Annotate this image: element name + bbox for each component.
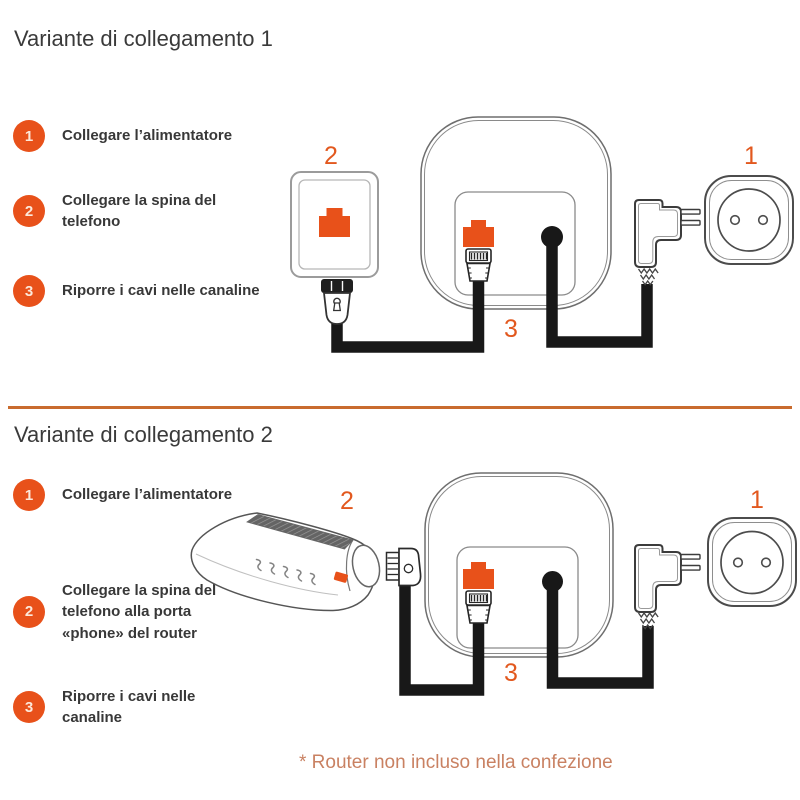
step-text: Collegare l’alimentatore <box>62 127 233 145</box>
plug-prong <box>680 208 701 215</box>
variant2-step-3: 3 Riporre i cavi nelle canaline <box>13 686 237 729</box>
phone-base-station-icon <box>424 472 614 658</box>
step-number-badge: 3 <box>13 691 45 724</box>
phone-plug-icon <box>321 279 353 325</box>
rj11-port-icon <box>319 208 350 237</box>
rj-plug-icon <box>465 590 492 624</box>
step-text: Riporre i cavi nelle canaline <box>62 688 196 727</box>
step-number-badge: 3 <box>13 275 45 307</box>
plug-prong <box>680 219 701 226</box>
router-icon <box>190 512 381 612</box>
variant2-connection-diagram: 2 1 3 <box>190 472 797 696</box>
diagram-label-cable-ducts: 3 <box>504 315 518 343</box>
step-text: Collegare la spina del telefono alla por… <box>62 582 217 642</box>
power-cable <box>546 585 654 689</box>
router-phone-plug-icon <box>385 547 422 587</box>
rj11-port-icon <box>463 562 494 589</box>
diagram-label-phone-socket: 2 <box>324 142 338 170</box>
step-number-badge: 2 <box>13 195 45 228</box>
variant1-step-3: 3 Riporre i cavi nelle canaline <box>13 275 312 307</box>
diagram-label-router: 2 <box>340 487 354 515</box>
phone-cable <box>331 276 485 353</box>
variant2-step-1: 1 Collegare l’alimentatore <box>13 479 312 511</box>
variant1-step-1: 1 Collegare l’alimentatore <box>13 120 312 152</box>
router-button <box>333 571 348 583</box>
power-adapter-icon <box>634 544 701 630</box>
router-port-symbols <box>255 558 316 586</box>
step-text: Riporre i cavi nelle canaline <box>62 282 260 300</box>
step-number-badge: 1 <box>13 120 45 152</box>
variant1-step-2: 2 Collegare la spina del telefono <box>13 190 252 233</box>
power-adapter-icon <box>634 199 701 286</box>
variant2-title: Variante di collegamento 2 <box>14 422 273 447</box>
step-text: Collegare l’alimentatore <box>62 486 233 504</box>
section-divider <box>8 406 792 409</box>
diagram-label-power-outlet: 1 <box>750 486 764 514</box>
variant2-step-2: 2 Collegare la spina del telefono alla p… <box>13 580 220 644</box>
variant1-title: Variante di collegamento 1 <box>14 26 273 51</box>
step-text: Collegare la spina del telefono <box>62 192 217 231</box>
diagram-label-power-outlet: 1 <box>744 142 758 170</box>
power-cable <box>546 242 653 348</box>
power-outlet-icon <box>704 175 794 265</box>
rj-plug-icon <box>465 248 492 282</box>
plug-prong <box>680 553 701 560</box>
power-outlet-icon <box>707 517 797 607</box>
step-number-badge: 2 <box>13 595 45 628</box>
router-footnote: * Router non incluso nella confezione <box>299 752 613 773</box>
router-vent-grille <box>246 514 354 550</box>
phone-cable <box>399 578 485 696</box>
rj11-port-icon <box>463 220 494 247</box>
phone-wall-socket-icon <box>290 171 379 278</box>
variant1-connection-diagram: 2 1 3 <box>290 116 794 353</box>
phone-base-station-icon <box>420 116 612 310</box>
cord-strain-relief <box>637 267 659 286</box>
cord-strain-relief <box>637 611 659 630</box>
diagram-label-cable-ducts: 3 <box>504 659 518 687</box>
plug-prong <box>680 564 701 571</box>
step-number-badge: 1 <box>13 479 45 511</box>
